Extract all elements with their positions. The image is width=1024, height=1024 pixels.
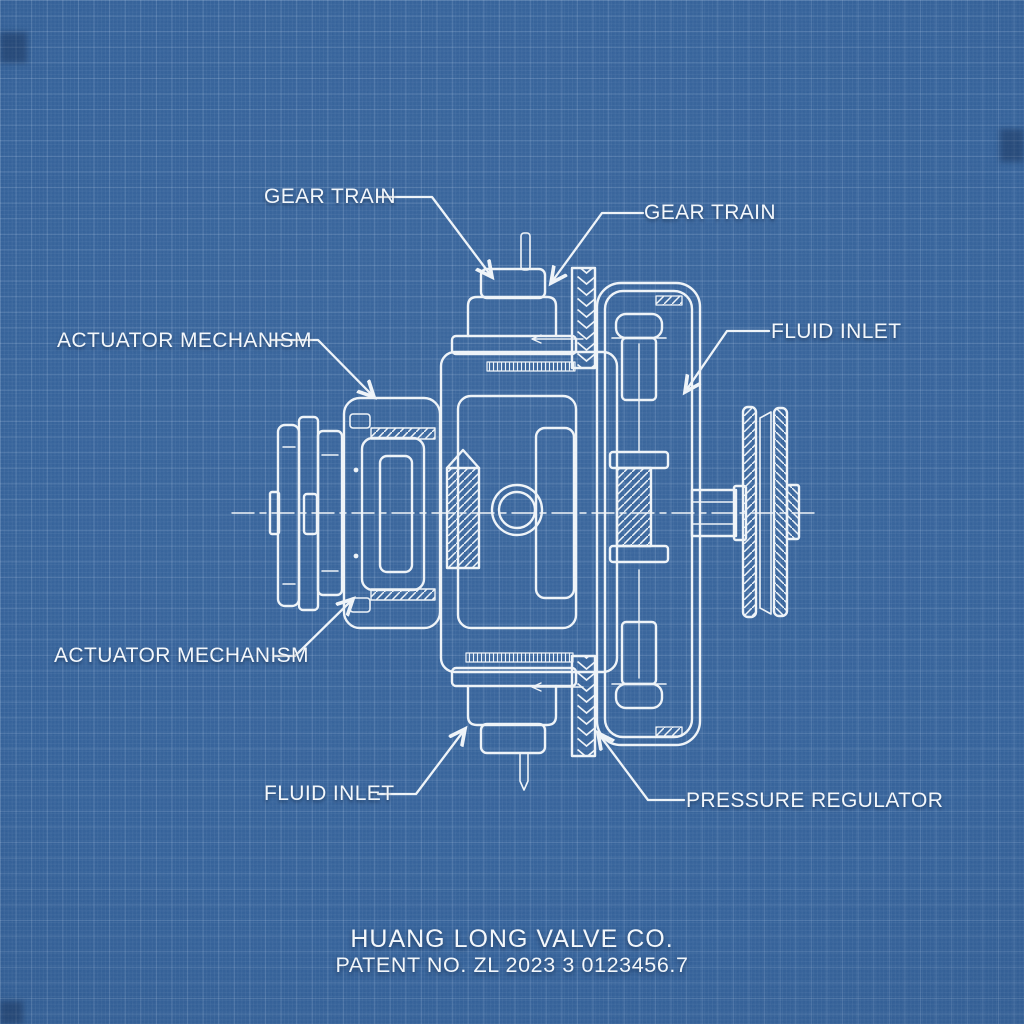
- label-fluid-inlet-right: FLUID INLET: [771, 320, 902, 343]
- paper-stain: [1000, 129, 1024, 162]
- label-pressure-regulator: PRESSURE REGULATOR: [686, 789, 944, 812]
- paper-stain: [0, 32, 27, 63]
- patent-number: PATENT NO. ZL 2023 3 0123456.7: [335, 953, 689, 977]
- label-fluid-inlet-bottom: FLUID INLET: [264, 782, 395, 805]
- label-actuator-mechanism-top: ACTUATOR MECHANISM: [57, 329, 312, 352]
- label-gear-train-right: GEAR TRAIN: [644, 201, 776, 224]
- label-gear-train-left: GEAR TRAIN: [264, 185, 396, 208]
- company-name: HUANG LONG VALVE CO.: [350, 925, 674, 953]
- paper-stain: [0, 1001, 23, 1024]
- label-actuator-mechanism-bottom: ACTUATOR MECHANISM: [54, 644, 309, 667]
